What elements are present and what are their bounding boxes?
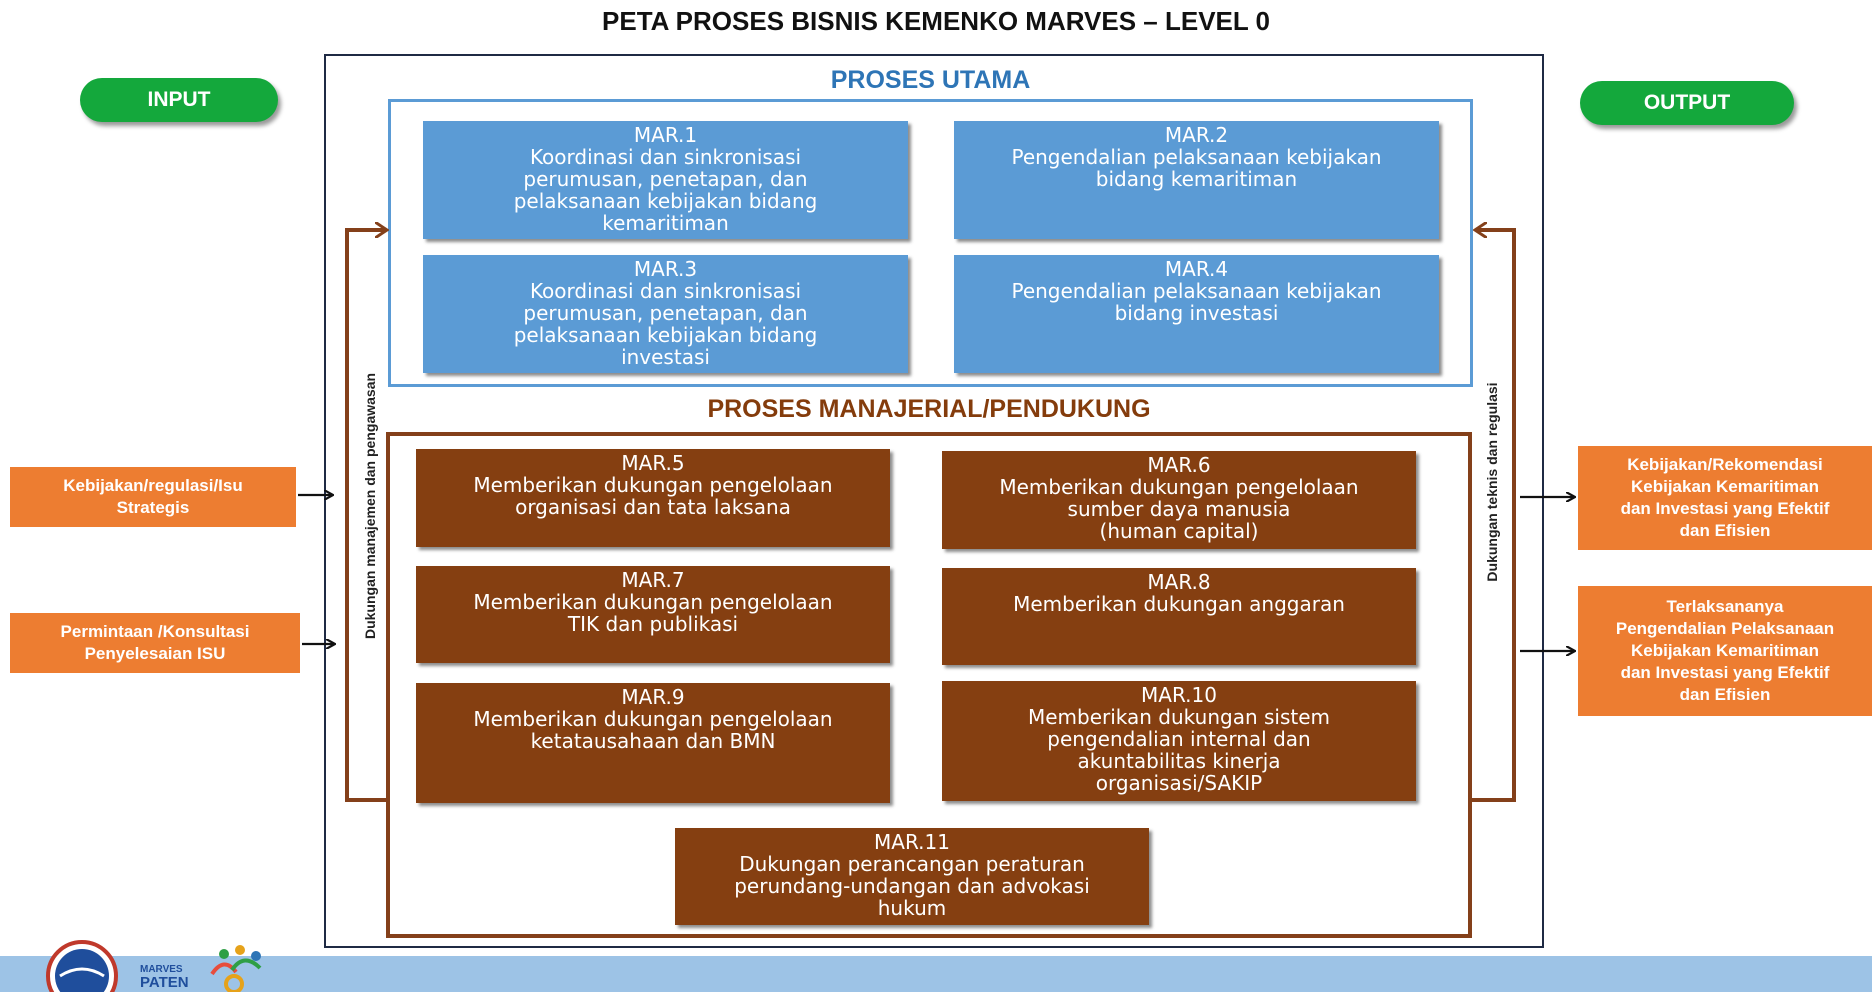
left-loop-label: Dukungan manajemen dan pengawasan — [362, 372, 378, 640]
process-box-mar8: MAR.8 Memberikan dukungan anggaran — [942, 568, 1416, 665]
process-box-mar4: MAR.4 Pengendalian pelaksanaan kebijakan… — [954, 255, 1439, 373]
process-code: MAR.3 — [633, 257, 698, 281]
process-description: Dukungan perancangan peraturan perundang… — [734, 852, 1090, 920]
kemenko-logo — [44, 938, 120, 992]
process-description: Pengendalian pelaksanaan kebijakan bidan… — [1011, 279, 1382, 325]
process-box-mar11: MAR.11 Dukungan perancangan peraturan pe… — [675, 828, 1149, 925]
marves-paten-logo: MARVES PATEN — [138, 944, 278, 992]
process-box-mar1: MAR.1 Koordinasi dan sinkronisasi perumu… — [423, 121, 908, 239]
left-loop-arrow — [345, 230, 386, 802]
process-code: MAR.9 — [621, 685, 685, 709]
output-pill: OUTPUT — [1580, 81, 1794, 125]
process-description: Memberikan dukungan anggaran — [1013, 592, 1345, 616]
people-icon — [210, 945, 262, 992]
input-pill: INPUT — [80, 78, 278, 122]
process-description: Memberikan dukungan sistem pengendalian … — [1027, 705, 1331, 795]
process-code: MAR.1 — [633, 123, 698, 147]
input-box-permintaan: Permintaan /Konsultasi Penyelesaian ISU — [10, 613, 300, 673]
process-description: Koordinasi dan sinkronisasi perumusan, p… — [513, 145, 818, 235]
footer-bar — [0, 956, 1872, 992]
process-description: Koordinasi dan sinkronisasi perumusan, p… — [513, 279, 818, 369]
process-code: MAR.5 — [621, 451, 685, 475]
logo-text-paten: PATEN — [140, 974, 189, 991]
process-box-mar6: MAR.6 Memberikan dukungan pengelolaan su… — [942, 451, 1416, 549]
process-code: MAR.7 — [621, 568, 685, 592]
logo-text-marves: MARVES — [140, 964, 183, 975]
process-description: Memberikan dukungan pengelolaan ketataus… — [473, 707, 833, 753]
process-description: Pengendalian pelaksanaan kebijakan bidan… — [1011, 145, 1382, 191]
right-loop-arrow — [1472, 230, 1516, 802]
proses-utama-title: PROSES UTAMA — [830, 66, 1031, 94]
output-box-pengendalian: Terlaksananya Pengendalian Pelaksanaan K… — [1578, 586, 1872, 716]
process-code: MAR.6 — [1147, 453, 1211, 477]
process-description: Memberikan dukungan pengelolaan organisa… — [473, 473, 833, 519]
process-code: MAR.11 — [874, 830, 950, 854]
process-description: Memberikan dukungan pengelolaan TIK dan … — [473, 590, 833, 636]
process-code: MAR.8 — [1147, 570, 1211, 594]
process-code: MAR.2 — [1164, 123, 1229, 147]
input-box-kebijakan: Kebijakan/regulasi/Isu Strategis — [10, 467, 296, 527]
process-box-mar10: MAR.10 Memberikan dukungan sistem pengen… — [942, 681, 1416, 801]
process-box-mar7: MAR.7 Memberikan dukungan pengelolaan TI… — [416, 566, 890, 663]
proses-pendukung-box — [386, 432, 1472, 938]
process-box-mar3: MAR.3 Koordinasi dan sinkronisasi perumu… — [423, 255, 908, 373]
diagram-title: PETA PROSES BISNIS KEMENKO MARVES – LEVE… — [602, 6, 1270, 36]
process-box-mar2: MAR.2 Pengendalian pelaksanaan kebijakan… — [954, 121, 1439, 239]
process-map-frame — [324, 54, 1544, 948]
kemenko-emblem — [46, 940, 118, 992]
proses-pendukung-title: PROSES MANAJERIAL/PENDUKUNG — [707, 395, 1151, 423]
output-box-kebijakan: Kebijakan/Rekomendasi Kebijakan Kemariti… — [1578, 446, 1872, 550]
proses-utama-box — [388, 99, 1473, 387]
process-box-mar5: MAR.5 Memberikan dukungan pengelolaan or… — [416, 449, 890, 547]
process-box-mar9: MAR.9 Memberikan dukungan pengelolaan ke… — [416, 683, 890, 803]
process-description: Memberikan dukungan pengelolaan sumber d… — [999, 475, 1359, 543]
process-code: MAR.10 — [1141, 683, 1217, 707]
process-code: MAR.4 — [1164, 257, 1229, 281]
right-loop-label: Dukungan teknis dan regulasi — [1484, 382, 1500, 582]
